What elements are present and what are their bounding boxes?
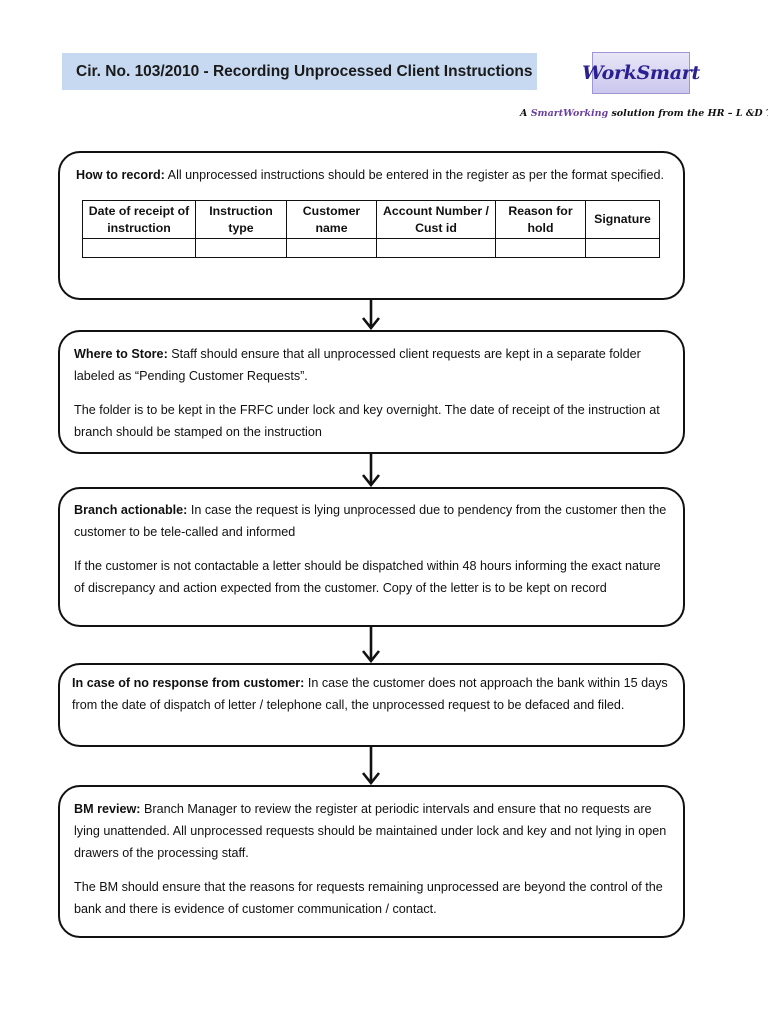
- branch-actionable-text: Branch actionable: In case the request i…: [74, 499, 669, 543]
- register-empty-cell: [585, 238, 660, 258]
- register-empty-row: [82, 238, 660, 258]
- register-empty-cell: [376, 238, 496, 258]
- document-title: Cir. No. 103/2010 - Recording Unprocesse…: [62, 53, 537, 90]
- where-to-store-text: Where to Store: Staff should ensure that…: [74, 343, 669, 387]
- no-response-text: In case of no response from customer: In…: [72, 672, 669, 716]
- register-header-row: Date of receipt of instruction Instructi…: [82, 200, 660, 239]
- branch-actionable-heading: Branch actionable:: [74, 503, 188, 517]
- how-to-record-text: How to record: All unprocessed instructi…: [76, 164, 669, 186]
- how-to-record-heading: How to record:: [76, 168, 165, 182]
- logo-text: WorkSmart: [582, 62, 700, 84]
- tagline-prefix: A: [520, 108, 531, 119]
- where-to-store-text2: The folder is to be kept in the FRFC und…: [74, 403, 660, 439]
- no-response-heading: In case of no response from customer:: [72, 676, 305, 690]
- register-empty-cell: [82, 238, 196, 258]
- document-title-text: Cir. No. 103/2010 - Recording Unprocesse…: [76, 62, 533, 80]
- register-empty-cell: [495, 238, 586, 258]
- arrow-down-icon: [361, 747, 381, 785]
- bm-review-text2: The BM should ensure that the reasons fo…: [74, 880, 663, 916]
- bm-review-text: BM review: Branch Manager to review the …: [74, 798, 669, 864]
- step-bm-review: BM review: Branch Manager to review the …: [58, 785, 685, 938]
- how-to-record-body: All unprocessed instructions should be e…: [164, 168, 664, 182]
- register-header-cell: Date of receipt of instruction: [82, 200, 196, 239]
- register-header-cell: Reason for hold: [495, 200, 586, 239]
- arrow-down-icon: [361, 627, 381, 663]
- register-format-table: Date of receipt of instruction Instructi…: [82, 200, 660, 258]
- step-branch-actionable: Branch actionable: In case the request i…: [58, 487, 685, 627]
- register-empty-cell: [195, 238, 287, 258]
- register-header-cell: Instruction type: [195, 200, 287, 239]
- branch-actionable-body: In case the request is lying unprocessed…: [74, 503, 667, 539]
- arrow-down-icon: [361, 454, 381, 487]
- step-how-to-record: How to record: All unprocessed instructi…: [58, 151, 685, 300]
- where-to-store-heading: Where to Store:: [74, 347, 168, 361]
- register-empty-cell: [286, 238, 377, 258]
- register-header-cell: Account Number / Cust id: [376, 200, 496, 239]
- tagline-suffix: solution from the HR – L &D Team: [611, 108, 768, 119]
- step-no-response: In case of no response from customer: In…: [58, 663, 685, 747]
- arrow-down-icon: [361, 300, 381, 330]
- step-where-to-store: Where to Store: Staff should ensure that…: [58, 330, 685, 454]
- register-header-cell: Customer name: [286, 200, 377, 239]
- tagline-highlight: SmartWorking: [530, 108, 609, 119]
- where-to-store-body: Staff should ensure that all unprocessed…: [74, 347, 641, 383]
- bm-review-body: Branch Manager to review the register at…: [74, 802, 667, 860]
- register-header-cell: Signature: [585, 200, 660, 239]
- no-response-body: In case the customer does not approach t…: [72, 676, 668, 712]
- bm-review-heading: BM review:: [74, 802, 141, 816]
- tagline: A SmartWorking solution from the HR – L …: [520, 108, 768, 119]
- worksmart-logo: WorkSmart: [582, 52, 700, 94]
- branch-actionable-text2: If the customer is not contactable a let…: [74, 559, 661, 595]
